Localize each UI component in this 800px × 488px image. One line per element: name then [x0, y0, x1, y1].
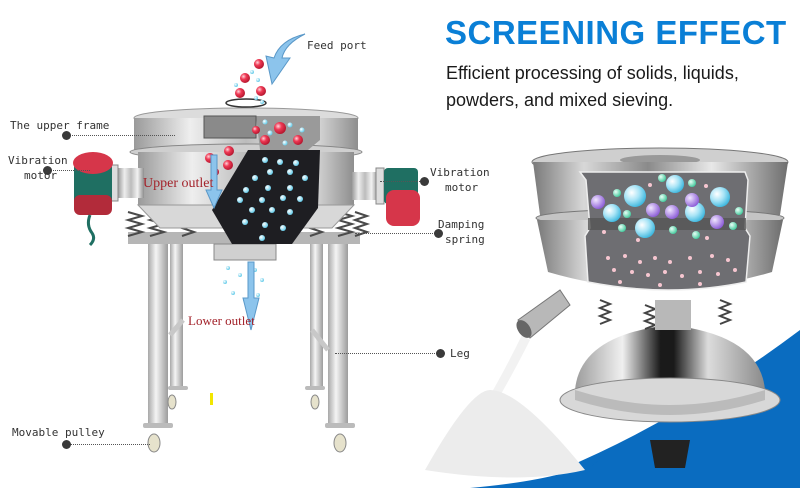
upper-outlet-arrow [205, 154, 223, 210]
section-title: SCREENING EFFECT [445, 14, 787, 51]
movable-pulley-leader [70, 444, 150, 445]
upper-frame-dot [62, 131, 71, 140]
right-motor-label-line2: motor [445, 181, 479, 194]
front-right-leg [328, 238, 348, 428]
leg-dot [436, 349, 445, 358]
right-motor-leader [380, 181, 420, 182]
movable-pulley-dot [62, 440, 71, 449]
back-left-leg [170, 238, 183, 388]
left-motor-leader [50, 170, 90, 171]
vibrating-sieve-diagram [73, 33, 420, 453]
right-motor-dot [420, 177, 429, 186]
coarse-particles [205, 59, 303, 176]
lower-outlet-label: Lower outlet [188, 313, 255, 328]
left-motor-label-line2: motor [24, 169, 58, 182]
back-right-leg [310, 238, 323, 388]
left-vibration-motor [73, 152, 144, 247]
section-subtitle: Efficient processing of solids, liquids,… [446, 63, 739, 110]
damping-spring-label-line1: Damping [438, 218, 485, 231]
caster-wheels [143, 386, 355, 453]
left-motor-dot [43, 166, 52, 175]
leg-label: Leg [450, 347, 470, 360]
rubber-foot [650, 440, 690, 468]
leg-leader [335, 353, 437, 354]
fine-particles [223, 70, 308, 302]
lower-outlet-arrow [242, 261, 260, 331]
upper-frame-label: The upper frame [10, 119, 110, 132]
damping-spring-label-line2: spring [445, 233, 485, 246]
powder-pile [425, 390, 585, 478]
right-motor-label-line1: Vibration [430, 166, 490, 179]
fine-pink-particles [602, 183, 737, 287]
right-vibration-motor [352, 167, 420, 226]
upper-frame-leader [70, 135, 175, 136]
upper-outlet-label: Upper outlet [143, 176, 214, 191]
movable-pulley-label: Movable pulley [12, 426, 105, 439]
left-motor-label-line1: Vibration [8, 154, 68, 167]
mixed-particles [591, 174, 743, 239]
front-left-leg [148, 238, 168, 428]
feed-port-label: Feed port [307, 39, 367, 52]
damping-spring-dot [434, 229, 443, 238]
feed-arrow [265, 33, 306, 86]
desktop-sieve-product [425, 147, 789, 478]
damping-spring-leader [355, 233, 435, 234]
